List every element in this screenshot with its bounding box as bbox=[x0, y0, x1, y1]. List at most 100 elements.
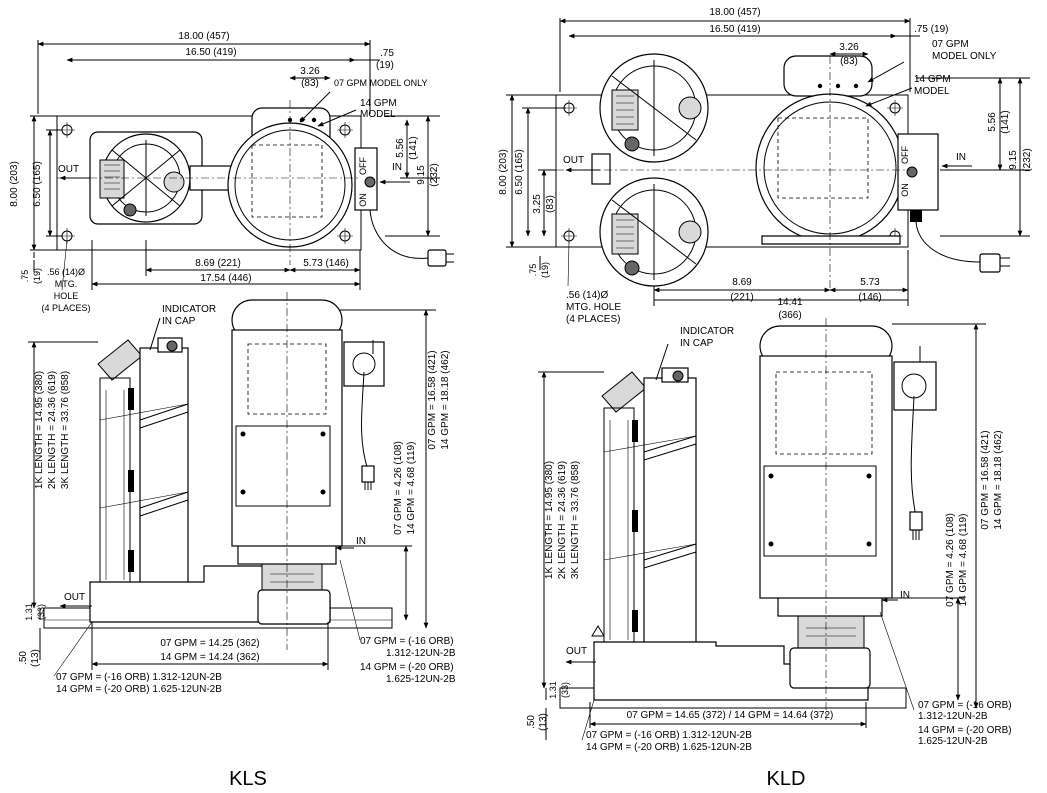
kld-port-14: 14 GPM = (-20 ORB) 1.625-12UN-2B bbox=[586, 742, 752, 753]
kls-side-view bbox=[28, 292, 436, 677]
kld-d131: 1.31 bbox=[548, 681, 558, 699]
kls-inport-14-b: 1.625-12UN-2B bbox=[386, 674, 456, 685]
kls-dim-overall-width: 18.00 (457) bbox=[178, 31, 229, 42]
kld-inport-14-a: 14 GPM = (-20 ORB) bbox=[918, 725, 1012, 736]
kld-inport-14-b: 1.625-12UN-2B bbox=[918, 736, 988, 747]
kls-switch-off: OFF bbox=[358, 157, 368, 175]
kls-inport-07-a: 07 GPM = (-16 ORB) bbox=[360, 636, 454, 647]
kld-dim-1441-mm: (366) bbox=[778, 310, 801, 321]
kld-dim-869: 8.69 bbox=[732, 277, 752, 288]
kls-mounting-holes bbox=[59, 122, 353, 244]
kld-dim-h-915: 9.15 bbox=[1008, 150, 1019, 170]
kls-dim-c-offset-mm: (83) bbox=[301, 78, 319, 89]
kld-motor bbox=[755, 55, 1010, 273]
kld-dim-bottom-edge: .75 bbox=[528, 264, 538, 277]
kld-h07-inlet: 07 GPM = 4.26 (108) bbox=[945, 513, 956, 607]
kld-dim-h-556: 5.56 bbox=[987, 112, 998, 132]
kld-d131-mm: (33) bbox=[560, 682, 570, 698]
kls-width-07: 07 GPM = 14.25 (362) bbox=[160, 638, 259, 649]
kls-dim-depth-overall: 8.00 (203) bbox=[9, 161, 20, 207]
kls-hole-note-3: HOLE bbox=[54, 291, 79, 301]
kls-note-14-gpm: 14 GPM bbox=[360, 98, 397, 109]
kld-indicator-cap-label: IN CAP bbox=[680, 338, 714, 349]
kls-top-view bbox=[30, 40, 454, 291]
kls-d131-mm: (33) bbox=[36, 604, 46, 620]
kls-dim-mount-span: 16.50 (419) bbox=[185, 47, 236, 58]
kls-label-out: OUT bbox=[58, 164, 79, 175]
kls-inport-14-a: 14 GPM = (-20 ORB) bbox=[360, 662, 454, 673]
kld-side-in: IN bbox=[900, 590, 910, 601]
kld-inport-07-b: 1.312-12UN-2B bbox=[918, 711, 988, 722]
kls-filter-housing bbox=[89, 131, 203, 225]
kld-dim-573: 5.73 bbox=[860, 277, 880, 288]
kld-switch-box bbox=[897, 133, 939, 211]
kls-dim-573: 5.73 (146) bbox=[303, 258, 349, 269]
kld-note-14-a: 14 GPM bbox=[914, 74, 951, 85]
kld-top-view bbox=[506, 18, 1030, 306]
kls-h07-inlet: 07 GPM = 4.26 (108) bbox=[393, 441, 404, 535]
kld-d050: .50 bbox=[526, 715, 537, 729]
kld-dim-h-915-mm: (232) bbox=[1022, 148, 1033, 171]
kld-dim-mount-span: 16.50 (419) bbox=[709, 24, 760, 35]
kls-len-3k: 3K LENGTH = 33.76 (858) bbox=[60, 371, 71, 489]
kls-side-motor bbox=[231, 292, 385, 650]
kls-len-2k: 2K LENGTH = 24.36 (619) bbox=[47, 371, 58, 489]
kld-width-label: 07 GPM = 14.65 (372) / 14 GPM = 14.64 (3… bbox=[627, 710, 834, 721]
kld-len-3k: 3K LENGTH = 33.76 (858) bbox=[570, 461, 581, 579]
kls-d050-mm: (13) bbox=[30, 649, 41, 667]
kld-dim-c-offset-mm: (83) bbox=[840, 56, 858, 67]
kld-filter-housing-upper bbox=[599, 53, 709, 163]
kls-h07-total: 07 GPM = 16.58 (421) bbox=[427, 350, 438, 449]
kls-side-out: OUT bbox=[64, 592, 85, 603]
kld-dim-bottom-edge-mm: (19) bbox=[540, 262, 550, 278]
kld-dim-869-mm: (221) bbox=[730, 292, 753, 303]
kld-len-2k: 2K LENGTH = 24.36 (619) bbox=[557, 461, 568, 579]
kls-dim-edge-offset: .75 bbox=[380, 48, 394, 59]
kld-hole-note-2: MTG. HOLE bbox=[566, 302, 621, 313]
kld-dim-c-offset: 3.26 bbox=[839, 42, 859, 53]
kld-hole-note-1: .56 (14)Ø bbox=[566, 290, 608, 301]
kld-side-out: OUT bbox=[566, 646, 587, 657]
kls-port-07: 07 GPM = (-16 ORB) 1.312-12UN-2B bbox=[56, 672, 222, 683]
kls-dim-edge-offset-mm: (19) bbox=[376, 60, 394, 71]
kls-h14-inlet: 14 GPM = 4.68 (119) bbox=[406, 442, 417, 535]
kls-filter-column bbox=[97, 337, 189, 593]
kld-dim-325: 3.25 bbox=[532, 194, 543, 214]
kls-dim-869: 8.69 (221) bbox=[195, 258, 241, 269]
kls-plug bbox=[427, 249, 447, 267]
kld-dim-overall-width: 18.00 (457) bbox=[709, 7, 760, 18]
kld-dim-depth-overall: 8.00 (203) bbox=[498, 149, 509, 195]
kld-h07-total: 07 GPM = 16.58 (421) bbox=[980, 430, 991, 529]
kld-dim-h-556-mm: (141) bbox=[1000, 110, 1011, 133]
kls-inport-07-b: 1.312-12UN-2B bbox=[386, 648, 456, 659]
kls-note-07-model-only: 07 GPM MODEL ONLY bbox=[334, 78, 428, 88]
kls-switch-on: ON bbox=[358, 193, 368, 207]
kld-note-07-b: MODEL ONLY bbox=[932, 51, 997, 62]
kld-side-view bbox=[538, 318, 986, 741]
kld-label-in: IN bbox=[956, 152, 966, 163]
kls-dim-h-915: 9.15 bbox=[416, 165, 427, 185]
kld-switch-on: ON bbox=[900, 183, 910, 197]
kld-h14-inlet: 14 GPM = 4.68 (119) bbox=[958, 514, 969, 607]
kls-hole-note-1: .56 (14)Ø bbox=[47, 267, 85, 277]
kld-port-07: 07 GPM = (-16 ORB) 1.312-12UN-2B bbox=[586, 730, 752, 741]
kls-dim-depth-mount: 6.50 (165) bbox=[32, 161, 43, 207]
kld-outlet-port bbox=[591, 153, 611, 185]
kls-dim-h-556: 5.56 bbox=[395, 138, 406, 158]
kls-dim-h-556-mm: (141) bbox=[408, 136, 419, 159]
kld-model-label: KLD bbox=[767, 768, 806, 790]
kls-h14-total: 14 GPM = 18.18 (462) bbox=[440, 350, 451, 449]
kld-filter-column bbox=[601, 367, 697, 655]
kld-dim-edge-offset: .75 (19) bbox=[914, 24, 948, 35]
kld-dim-1441: 14.41 bbox=[777, 297, 802, 308]
kls-hole-note-4: (4 PLACES) bbox=[41, 303, 90, 313]
kls-label-in: IN bbox=[392, 162, 402, 173]
kld-inport-07-a: 07 GPM = (-16 ORB) bbox=[918, 700, 1012, 711]
kld-dim-573-mm: (146) bbox=[858, 292, 881, 303]
kld-h14-total: 14 GPM = 18.18 (462) bbox=[993, 430, 1004, 529]
kls-indicator-cap-label: IN CAP bbox=[162, 316, 196, 327]
kls-side-in: IN bbox=[356, 536, 366, 547]
kls-dim-bottom-edge-mm: (19) bbox=[32, 268, 42, 284]
kls-width-14: 14 GPM = 14.24 (362) bbox=[160, 652, 259, 663]
kld-d050-mm: (13) bbox=[538, 713, 549, 731]
